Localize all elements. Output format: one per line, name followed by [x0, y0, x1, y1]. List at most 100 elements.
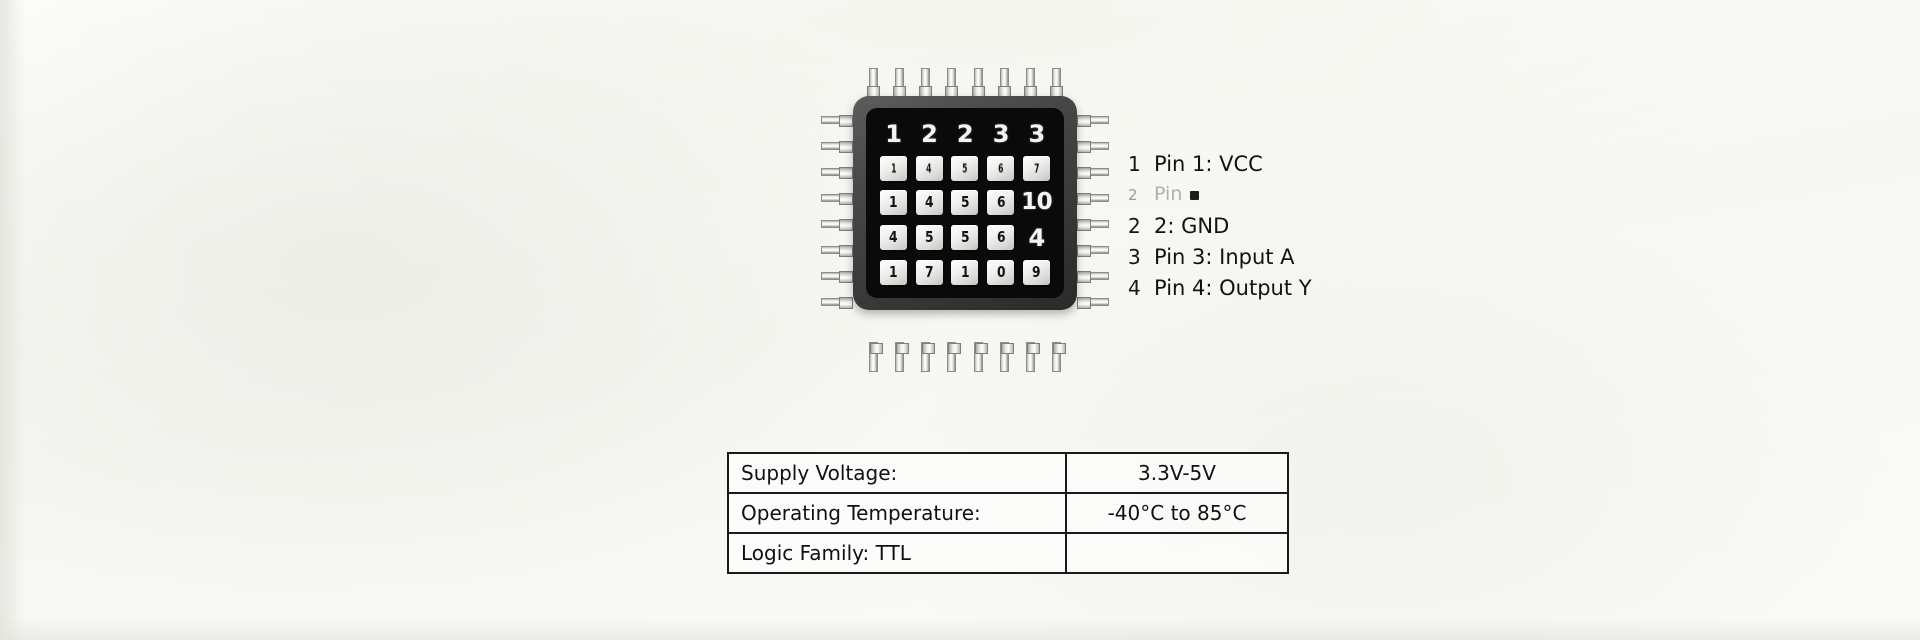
pin-legend-row-3: 2 2: GND [1128, 214, 1508, 245]
die-cell-r4c1: 4 [876, 221, 911, 255]
die-cell-r5c1: 1 [876, 255, 911, 289]
die-cell-r2c3: 5 [948, 152, 983, 186]
die-solder-pad: 5 [951, 190, 979, 216]
die-pad-marking: 9 [1032, 262, 1041, 281]
pin-legend-description: Pin 4: Output Y [1154, 276, 1312, 300]
die-cell-r5c5: 9 [1019, 255, 1054, 289]
paper-edge-shading-left [0, 0, 26, 640]
chip-pin-bottom-1 [869, 342, 883, 372]
die-pad-marking: 5 [960, 228, 970, 247]
pin-legend-description: Pin [1154, 183, 1183, 205]
chip-pin-left-8 [821, 297, 853, 309]
die-marking-text: 3 [1028, 119, 1045, 148]
die-cell-r1c1: 1 [876, 117, 911, 151]
die-solder-pad: 9 [1023, 259, 1051, 285]
chip-pin-right-5 [1077, 219, 1109, 231]
die-solder-pad: 4 [915, 190, 943, 216]
die-pad-marking: 6 [996, 228, 1006, 247]
die-solder-pad: 1 [879, 190, 907, 216]
chip-pin-top-7 [1025, 68, 1035, 98]
die-cell-r3c3: 5 [948, 186, 983, 220]
chip-pins-right [1077, 115, 1111, 309]
die-solder-pad: 6 [987, 155, 1015, 181]
die-solder-pad: 1 [951, 259, 979, 285]
die-cell-r4c5: 4 [1019, 221, 1054, 255]
chip-pin-top-8 [1051, 68, 1061, 98]
chip-pin-bottom-2 [895, 342, 910, 372]
die-pad-marking: 1 [889, 193, 898, 212]
die-marking-text: 2 [921, 119, 938, 148]
chip-pin-left-3 [821, 167, 853, 179]
die-cell-r2c5: 7 [1019, 152, 1054, 186]
chip-pin-top-4 [947, 68, 957, 98]
die-solder-pad: 4 [879, 225, 907, 251]
chip-pin-right-1 [1077, 115, 1109, 127]
pin-legend-number: 2 [1128, 214, 1141, 238]
die-cell-r1c3: 2 [948, 117, 983, 151]
pin-legend-description: 2: GND [1154, 214, 1230, 238]
chip-pin-right-6 [1077, 245, 1109, 257]
spec-label-cell: Logic Family: TTL [727, 532, 1067, 574]
chip-pin-bottom-4 [947, 342, 962, 372]
die-marking-text: 1 [885, 119, 902, 148]
chip-pin-right-7 [1077, 271, 1109, 283]
ink-blot-marker [1190, 191, 1200, 200]
die-solder-pad: 5 [915, 225, 943, 251]
die-cell-r3c5: 10 [1019, 186, 1054, 220]
pin-legend-description: Pin 3: Input A [1154, 245, 1295, 269]
chip-pin-bottom-5 [973, 342, 988, 372]
die-cell-r3c4: 6 [983, 186, 1018, 220]
chip-pin-left-4 [821, 193, 853, 205]
chip-pins-bottom [869, 342, 1066, 372]
spec-table-row: Logic Family: TTL [727, 532, 1289, 574]
die-cell-r4c4: 6 [983, 221, 1018, 255]
die-pad-marking: 7 [1033, 160, 1040, 176]
chip-pin-bottom-7 [1025, 342, 1040, 372]
die-cell-r2c1: 1 [876, 152, 911, 186]
die-pad-marking: 4 [924, 193, 934, 212]
die-solder-pad: 4 [915, 155, 943, 181]
chip-pin-left-1 [821, 115, 853, 127]
die-pad-marking: 4 [889, 228, 898, 247]
die-cell-r2c4: 6 [983, 152, 1018, 186]
chip-pin-right-2 [1077, 141, 1109, 153]
spec-value-cell: 3.3V-5V [1065, 452, 1289, 494]
chip-pin-top-3 [921, 68, 931, 98]
chip-pin-bottom-3 [921, 342, 936, 372]
die-cell-r5c3: 1 [948, 255, 983, 289]
die-marking-text: 2 [956, 119, 974, 148]
chip-pin-left-2 [821, 141, 853, 153]
die-solder-pad: 6 [987, 225, 1015, 251]
die-solder-pad: 6 [987, 190, 1015, 216]
pin-legend-description: Pin 1: VCC [1154, 152, 1263, 176]
die-cell-r4c2: 5 [912, 221, 947, 255]
spec-value-cell [1065, 532, 1289, 574]
chip-pin-left-5 [821, 219, 853, 231]
die-cell-r5c4: 0 [983, 255, 1018, 289]
spec-table-row: Supply Voltage:3.3V-5V [727, 452, 1289, 494]
die-marking-text: 3 [992, 119, 1010, 148]
die-pad-marking: 5 [960, 193, 970, 212]
die-pad-marking: 5 [962, 160, 968, 176]
chip-pin-top-1 [869, 68, 878, 98]
die-cell-r1c5: 3 [1019, 117, 1054, 151]
die-pad-marking: 1 [960, 262, 970, 281]
chip-pin-left-6 [821, 245, 853, 257]
chip-pins-top [869, 68, 1061, 98]
die-pad-marking: 5 [924, 228, 934, 247]
spec-label-cell: Supply Voltage: [727, 452, 1067, 494]
die-marking-text: 10 [1021, 189, 1053, 216]
chip-pin-bottom-8 [1051, 342, 1066, 372]
chip-pin-left-7 [821, 271, 853, 283]
die-solder-pad: 7 [1023, 155, 1051, 181]
